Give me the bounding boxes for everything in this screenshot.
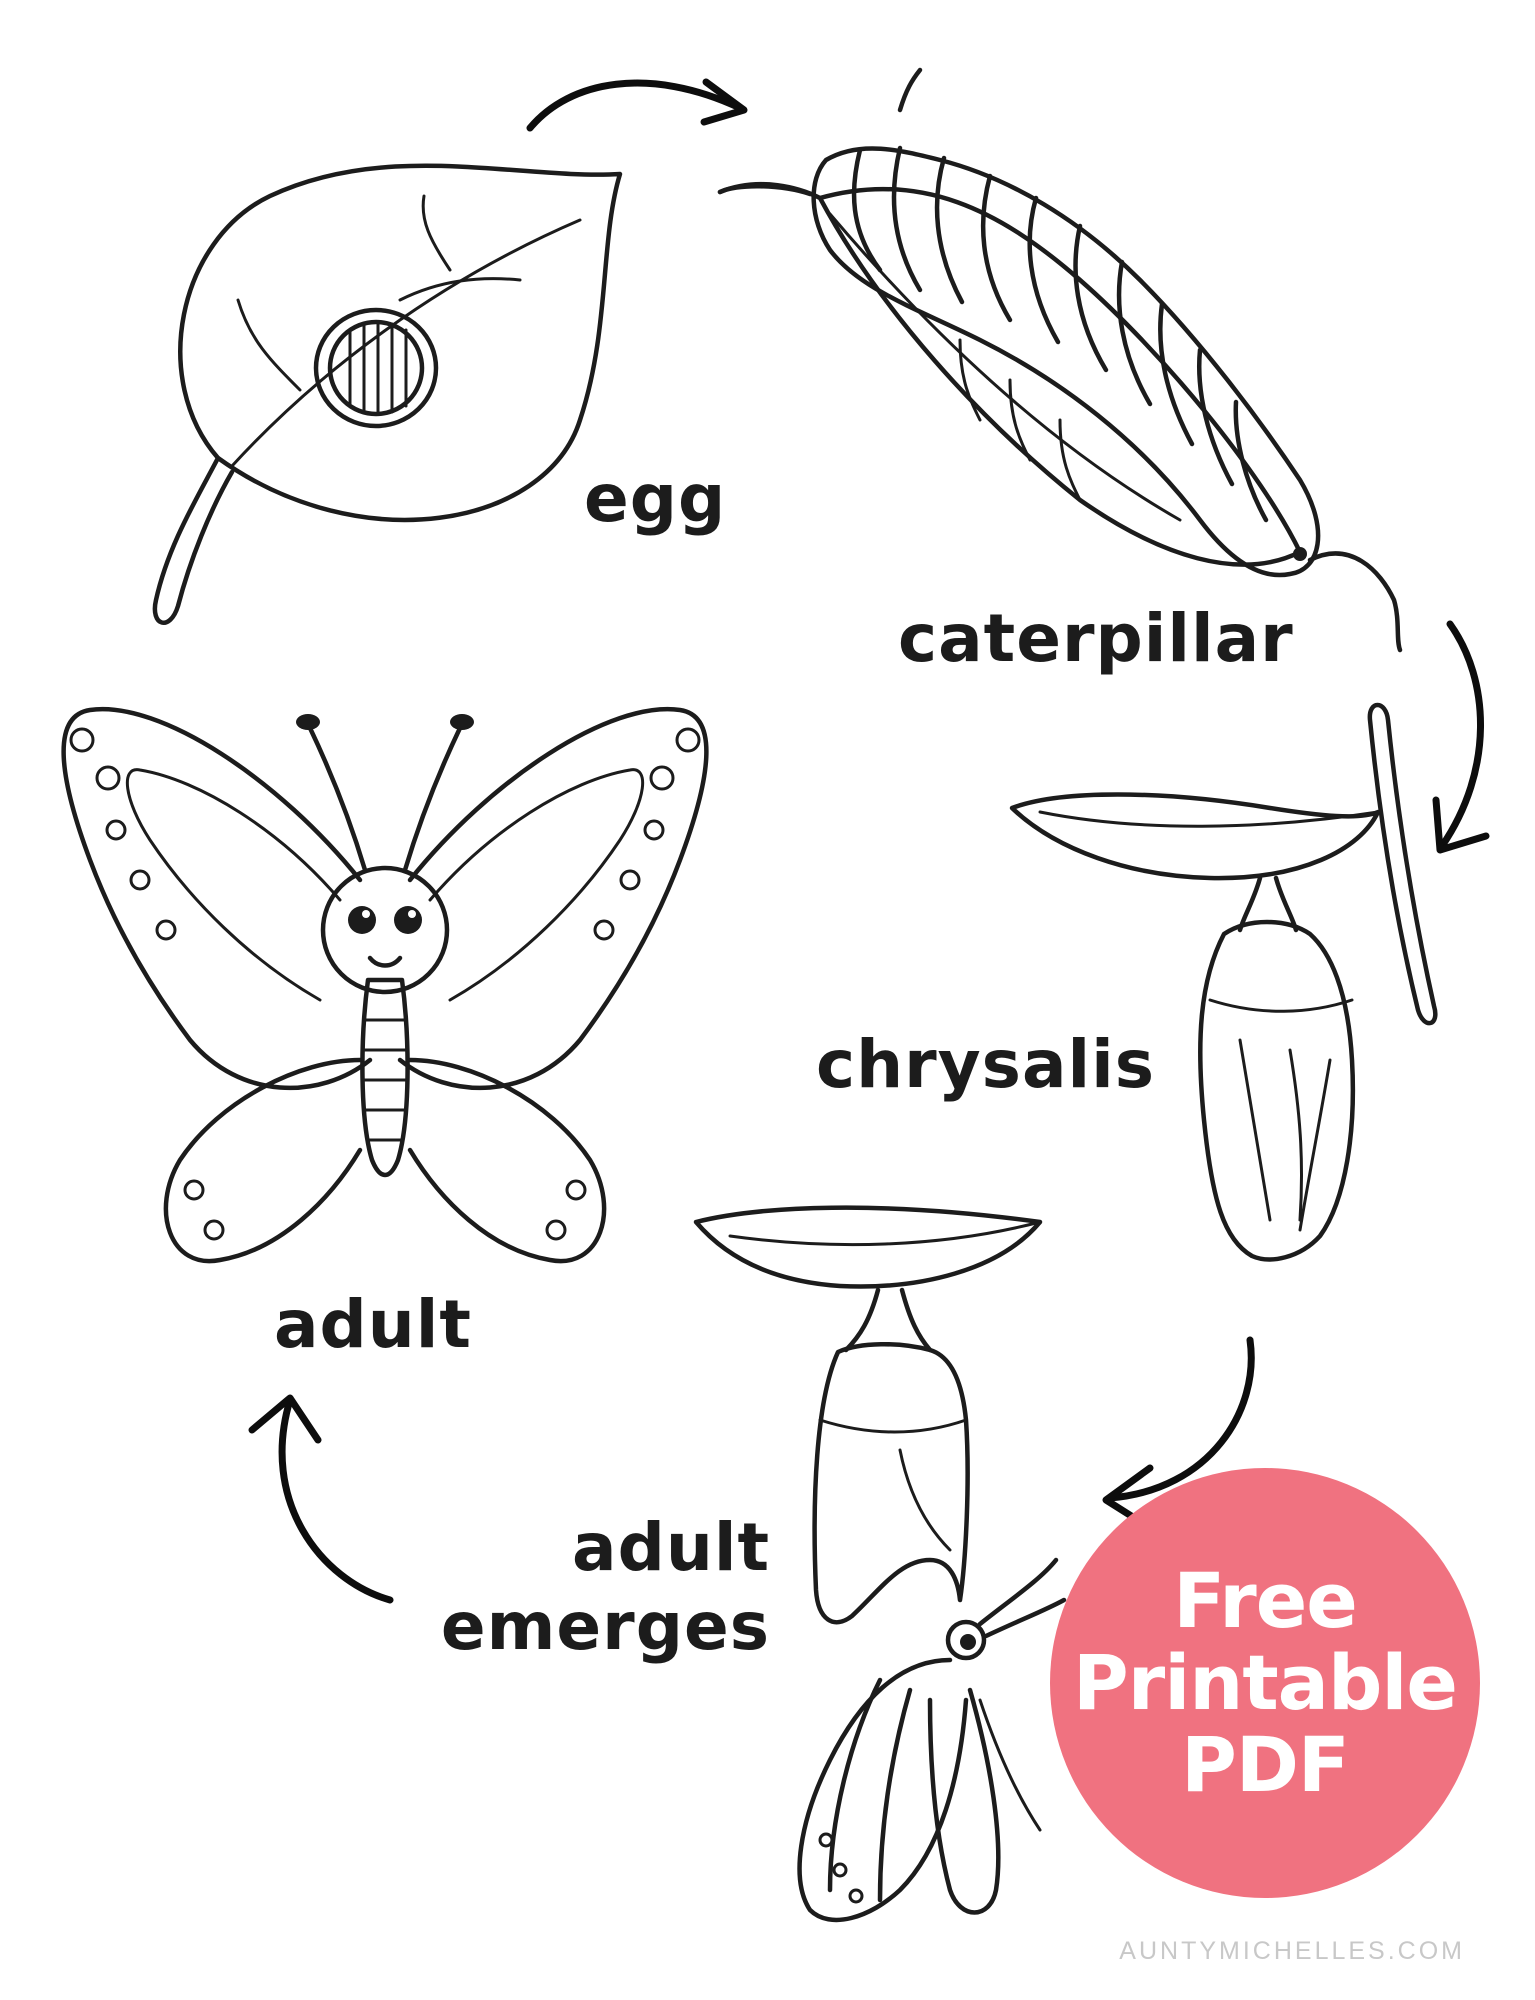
free-printable-badge[interactable]: Free Printable PDF bbox=[1050, 1468, 1480, 1898]
label-adult: adult bbox=[274, 1286, 472, 1363]
watermark: AUNTYMICHELLES.COM bbox=[1119, 1937, 1465, 1965]
cycle-arrows bbox=[248, 78, 1490, 1604]
caterpillar-illustration bbox=[717, 67, 1403, 653]
arrow-caterpillar-to-chrysalis bbox=[1438, 620, 1484, 850]
arrow-chrysalis-to-emerges bbox=[1106, 1336, 1255, 1502]
chrysalis-illustration bbox=[1009, 702, 1438, 1262]
adult-butterfly-illustration bbox=[61, 706, 709, 1264]
badge-line-printable: Printable bbox=[1073, 1637, 1458, 1727]
label-egg: egg bbox=[584, 460, 727, 537]
label-caterpillar: caterpillar bbox=[898, 600, 1294, 677]
egg-illustration bbox=[152, 163, 623, 625]
badge-line-free: Free bbox=[1173, 1555, 1358, 1645]
arrow-egg-to-caterpillar bbox=[526, 79, 744, 132]
label-chrysalis: chrysalis bbox=[816, 1026, 1156, 1103]
badge-line-pdf: PDF bbox=[1181, 1720, 1350, 1810]
emerging-adult-illustration bbox=[693, 1205, 1067, 1923]
label-adult-emerges: adult emerges bbox=[440, 1509, 770, 1666]
arrow-emerges-to-adult bbox=[278, 1396, 394, 1604]
